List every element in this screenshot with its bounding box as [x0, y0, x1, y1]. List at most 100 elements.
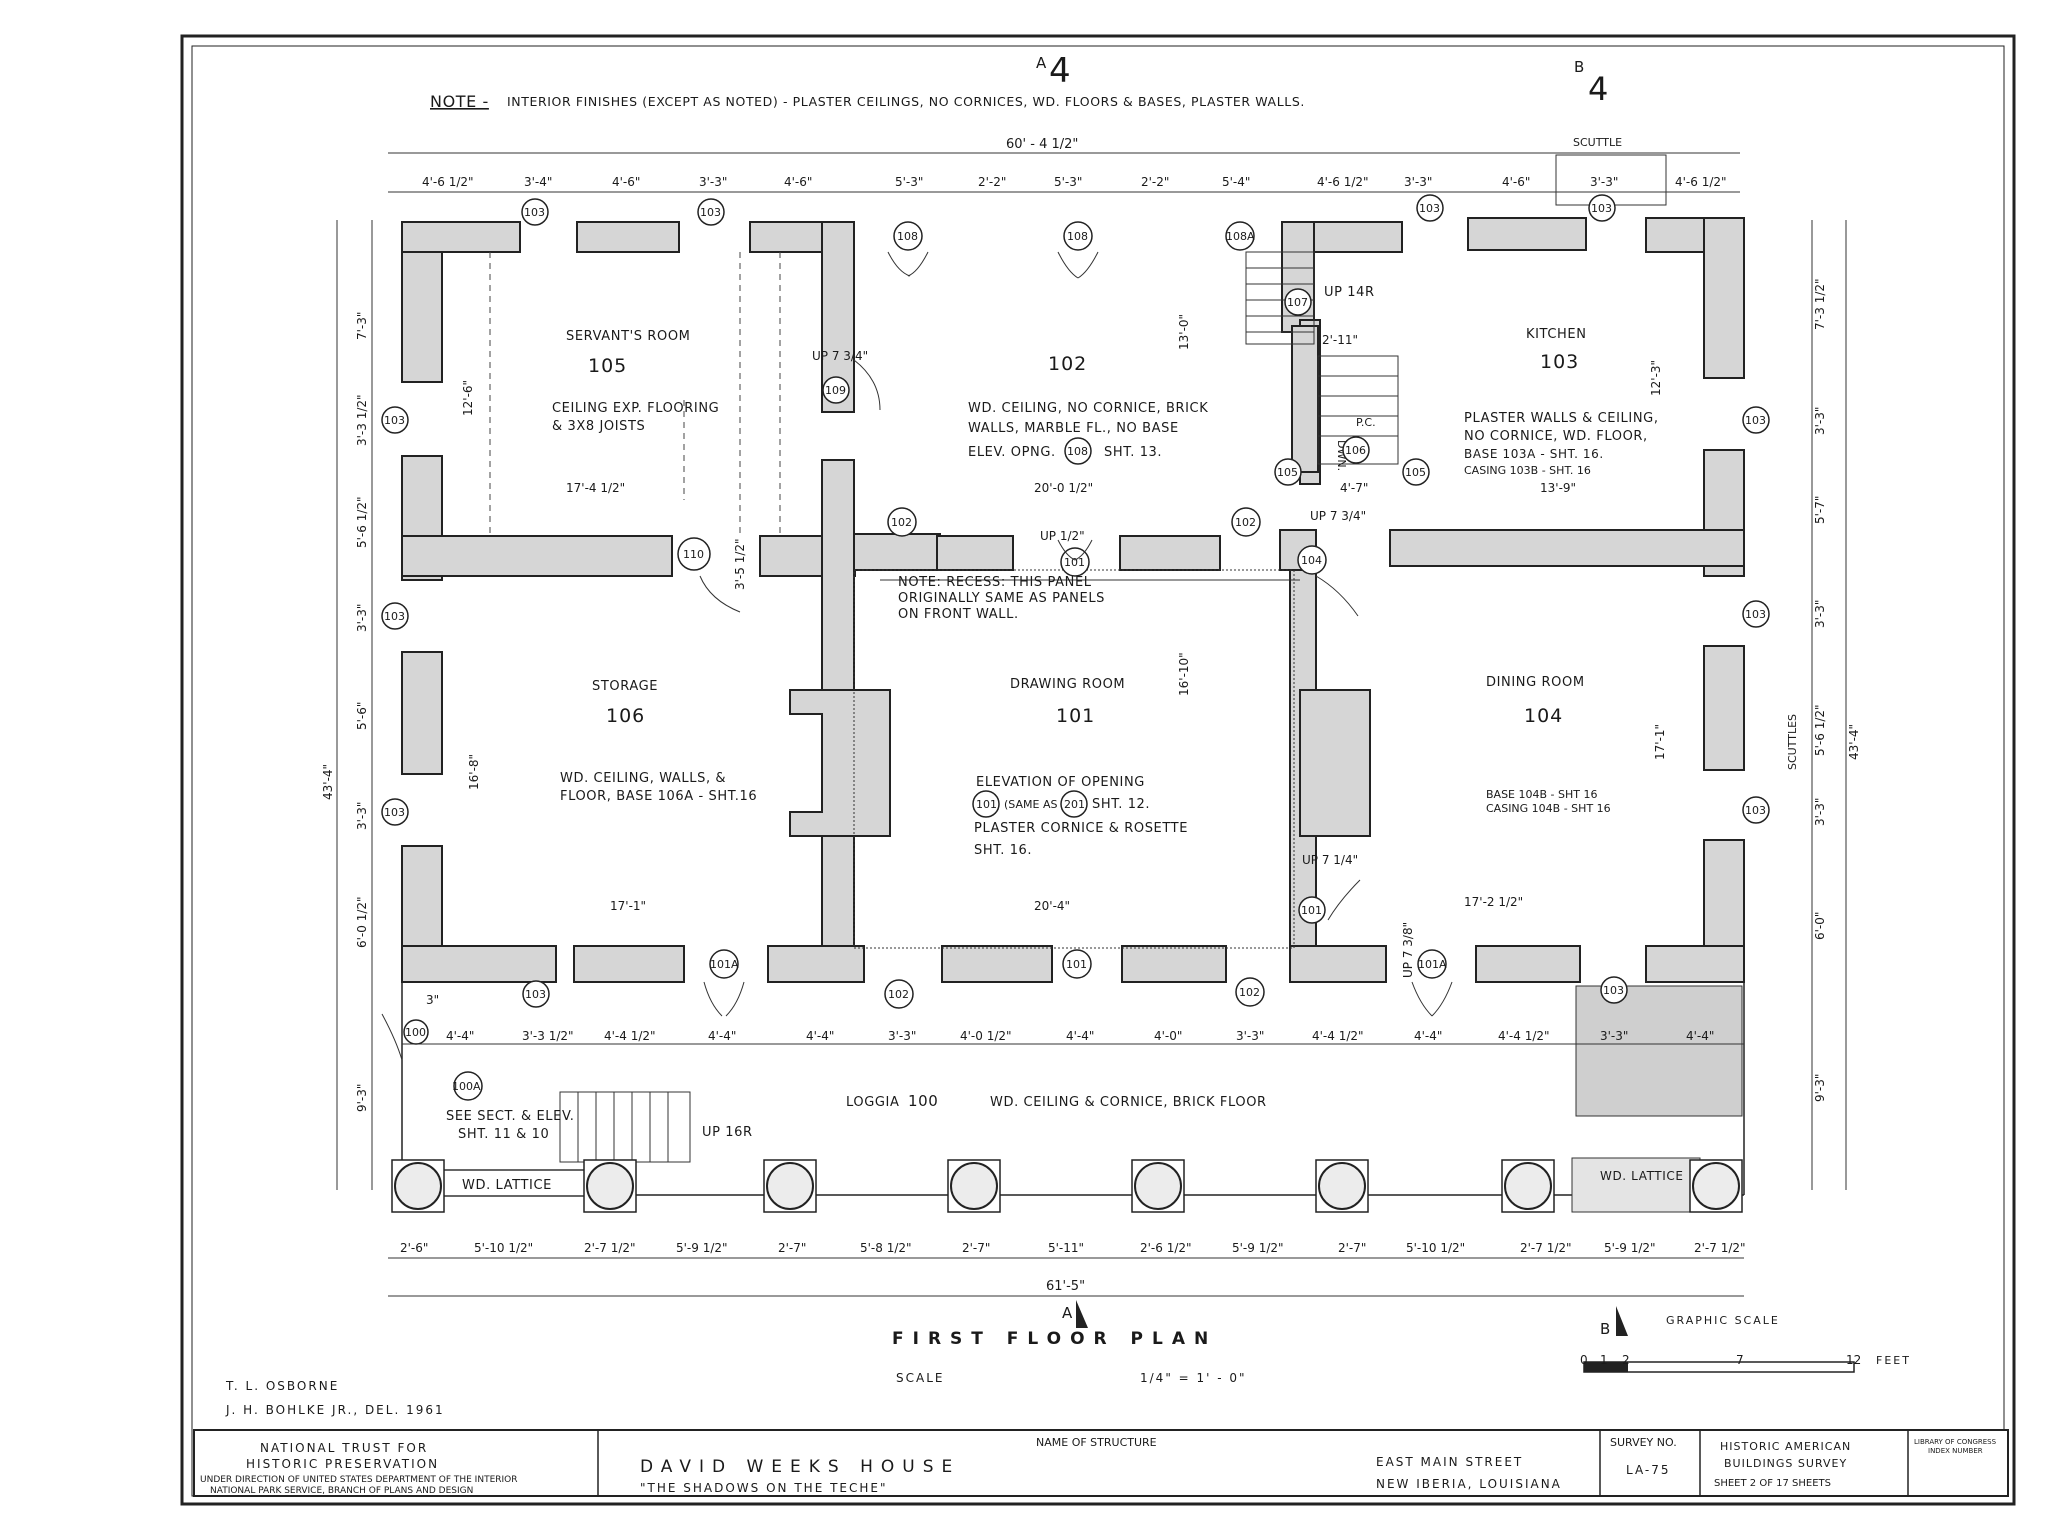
walls — [401, 217, 1745, 983]
room-106-dim-h: 17'-1" — [610, 899, 646, 913]
graphic-scale-label: GRAPHIC SCALE — [1666, 1314, 1780, 1327]
door-tag-110: 110 — [683, 548, 704, 561]
wall-north-2 — [576, 221, 680, 253]
room-104-dim-v: 17'-1" — [1653, 724, 1667, 760]
door-tag-105: 105 — [1405, 466, 1426, 479]
room-103-note2: NO CORNICE, WD. FLOOR, — [1464, 429, 1648, 444]
room-102-note1: WD. CEILING, NO CORNICE, BRICK — [968, 401, 1208, 416]
door-tag-101a: 101A — [1418, 958, 1447, 971]
loggia-dim: 4'-4 1/2" — [1498, 1029, 1550, 1043]
room-106-dim-v: 16'-8" — [467, 754, 481, 790]
wall-102-south-2 — [936, 535, 1014, 571]
door-tag-108: 108 — [1067, 445, 1088, 458]
wall-cross-east — [1389, 529, 1745, 567]
loggia-note: WD. CEILING & CORNICE, BRICK FLOOR — [990, 1095, 1267, 1110]
wall-south-8 — [1645, 945, 1745, 983]
wall-east-upper — [1703, 217, 1745, 379]
stair-up734: UP 7 3/4" — [1310, 509, 1366, 523]
stair-pc: P.C. — [1356, 416, 1376, 429]
graphic-scale-tick: 12 — [1846, 1353, 1861, 1367]
tb-loc2: INDEX NUMBER — [1928, 1447, 1983, 1455]
dim-3in: 3" — [426, 993, 439, 1007]
bottom-dim: 5'-9 1/2" — [676, 1241, 728, 1255]
lattice-right-label: WD. LATTICE — [1600, 1169, 1684, 1183]
door-tag-102: 102 — [891, 516, 912, 529]
lattice-right — [1571, 1157, 1701, 1213]
door-tag-100: 100 — [405, 1026, 426, 1039]
column — [394, 1162, 442, 1210]
top-dim: 4'-6" — [1502, 175, 1530, 189]
wall-south-5 — [1121, 945, 1227, 983]
door-tag-102: 102 — [888, 988, 909, 1001]
loggia-dim: 3'-3 1/2" — [522, 1029, 574, 1043]
door-tag-100a: 100A — [452, 1080, 481, 1093]
room-104-number: 104 — [1524, 705, 1563, 727]
stair-dim: 2'-11" — [1322, 333, 1358, 347]
room-103-number: 103 — [1540, 351, 1579, 373]
wall-north-5 — [1467, 217, 1587, 251]
up-7-3-8: UP 7 3/8" — [1401, 922, 1415, 978]
door-tag-103: 103 — [1745, 414, 1766, 427]
loggia-dimension-row: 4'-4" 3'-3 1/2" 4'-4 1/2" 4'-4" 4'-4" 3'… — [446, 1029, 1714, 1043]
section-a-top: A — [1036, 54, 1047, 72]
bottom-dim: 2'-7 1/2" — [1694, 1241, 1746, 1255]
stair-up14: UP 14R — [1324, 285, 1375, 300]
door-tag-103: 103 — [1591, 202, 1612, 215]
section-b-top: B — [1574, 58, 1585, 76]
brick-floor-pattern — [1575, 985, 1743, 1117]
left-dim: 3'-3" — [355, 604, 369, 632]
wall-south-1 — [401, 945, 557, 983]
door-tag-105: 105 — [1277, 466, 1298, 479]
door-tag-102: 102 — [1239, 986, 1260, 999]
graphic-scale-tick: 7 — [1736, 1353, 1744, 1367]
room-106-note1: WD. CEILING, WALLS, & — [560, 771, 726, 786]
recess-note-3: ON FRONT WALL. — [898, 607, 1019, 622]
left-dim: 3'-3 1/2" — [355, 394, 369, 446]
bottom-dim: 5'-10 1/2" — [1406, 1241, 1465, 1255]
left-dim: 9'-3" — [355, 1084, 369, 1112]
top-dim: 3'-3" — [1404, 175, 1432, 189]
bottom-dim: 2'-7" — [778, 1241, 806, 1255]
tb-survey-label: SURVEY NO. — [1610, 1436, 1677, 1449]
left-dim: 3'-3" — [355, 802, 369, 830]
recess-note-1: NOTE: RECESS: THIS PANEL — [898, 575, 1092, 590]
room-106-number: 106 — [606, 705, 645, 727]
loggia-number: 100 — [908, 1092, 938, 1110]
tb-subtitle: "THE SHADOWS ON THE TECHE" — [640, 1481, 888, 1495]
bottom-dim: 5'-9 1/2" — [1232, 1241, 1284, 1255]
tb-city: NEW IBERIA, LOUISIANA — [1376, 1477, 1562, 1491]
room-103-note4: CASING 103B - SHT. 16 — [1464, 464, 1591, 477]
room-102-note2: WALLS, MARBLE FL., NO BASE — [968, 421, 1179, 436]
scuttles-label: SCUTTLES — [1786, 714, 1799, 770]
door-tag-102: 102 — [1235, 516, 1256, 529]
plan-scale-value: 1/4" = 1' - 0" — [1140, 1371, 1247, 1385]
overall-left-dim: 43'-4" — [321, 764, 335, 800]
fireplace-dining-room — [1299, 689, 1371, 837]
top-dim: 2'-2" — [1141, 175, 1169, 189]
graphic-scale-tick: 0 — [1580, 1353, 1588, 1367]
door-tag-107: 107 — [1287, 296, 1308, 309]
graphic-scale-unit: FEET — [1876, 1354, 1911, 1367]
room-105-number: 105 — [588, 355, 627, 377]
loggia-dim: 3'-3" — [1600, 1029, 1628, 1043]
door-swings — [381, 251, 1453, 1061]
right-dim: 3'-3" — [1813, 600, 1827, 628]
left-dim: 5'-6 1/2" — [355, 496, 369, 548]
sheet-outer-border — [180, 34, 2016, 1506]
loggia-dim: 4'-4 1/2" — [604, 1029, 656, 1043]
door-tag-201: 201 — [1064, 798, 1085, 811]
top-dim: 4'-6" — [784, 175, 812, 189]
overall-bottom-dim: 61'-5" — [1046, 1279, 1085, 1294]
column — [766, 1162, 814, 1210]
room-101-name: DRAWING ROOM — [1010, 677, 1125, 692]
tb-org4: NATIONAL PARK SERVICE, BRANCH OF PLANS A… — [210, 1486, 473, 1496]
plan-scale-label: SCALE — [896, 1371, 944, 1385]
column — [1134, 1162, 1182, 1210]
door-tag-108: 108 — [1067, 230, 1088, 243]
up-half-inch: UP 1/2" — [1040, 529, 1085, 543]
note-label: NOTE - — [430, 92, 489, 111]
column — [1318, 1162, 1366, 1210]
room-102-dim-h: 20'-0 1/2" — [1034, 481, 1093, 495]
room-105-dim-h: 17'-4 1/2" — [566, 481, 625, 495]
room-101-dim-h: 20'-4" — [1034, 899, 1070, 913]
